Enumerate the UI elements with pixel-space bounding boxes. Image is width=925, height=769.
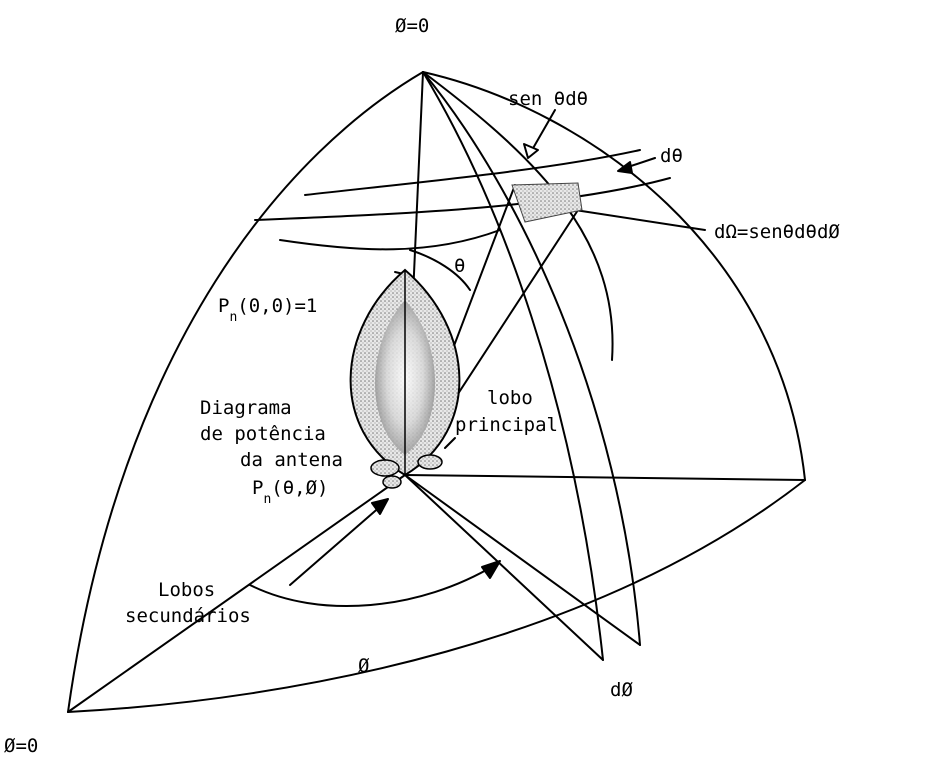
label-principal: principal [455, 414, 558, 436]
label-pn-func-sub: n [263, 492, 271, 507]
left-meridian-arc [67, 71, 424, 713]
label-d-omega: dΩ=senθdθdØ [714, 221, 840, 243]
label-dphi: dØ [610, 679, 633, 701]
label-phi-zero-bottom: Ø=0 [4, 735, 38, 757]
side-lobe-bottom [382, 475, 402, 489]
label-theta: θ [454, 255, 465, 277]
side-lobe-arrowhead [371, 498, 389, 515]
side-lobe-left [370, 459, 400, 477]
label-pn-max-prefix: P [218, 295, 229, 317]
label-dtheta: dθ [660, 145, 683, 167]
radius-to-dphi-a [404, 474, 604, 661]
label-de-potencia: de potência [200, 423, 326, 445]
surface-element-d-omega [511, 182, 583, 223]
label-da-antena: da antena [240, 449, 343, 471]
equator-arc [67, 479, 806, 713]
phi-angle-arc [249, 564, 496, 608]
label-pn-function: Pn(θ,Ø) [252, 477, 328, 507]
leader-sen-theta-arrowhead [523, 143, 539, 159]
label-phi: Ø [358, 655, 370, 677]
latitude-arc-upper [304, 149, 641, 196]
side-lobe-right [417, 454, 443, 470]
meridian-inner-c [422, 71, 614, 361]
meridian-dphi-b [422, 71, 641, 646]
theta-angle-arc [409, 249, 471, 291]
phi-arc-arrowhead [481, 560, 501, 579]
leader-dtheta-arrowhead [617, 161, 633, 174]
side-lobes [370, 454, 443, 489]
label-pn-func-prefix: P [252, 477, 263, 499]
label-lobo: lobo [487, 387, 533, 409]
label-diagrama: Diagrama [200, 397, 292, 419]
latitude-arc-lower [254, 177, 671, 221]
leader-d-omega [574, 209, 706, 231]
meridian-dphi-a [422, 71, 604, 661]
radius-to-left-base [67, 474, 406, 713]
leader-sen-theta [531, 109, 556, 151]
radius-to-dphi-b [404, 474, 641, 646]
label-secundarios: secundários [125, 605, 251, 627]
label-pn-func-suffix: (θ,Ø) [271, 477, 328, 499]
label-pn-max-suffix: (0,0)=1 [237, 295, 317, 317]
label-sen-theta-dtheta: sen θdθ [508, 88, 588, 110]
radius-to-right-base [404, 474, 806, 481]
latitude-arc-inner [279, 229, 501, 251]
label-pn-max-sub: n [229, 310, 237, 325]
label-pn-max: Pn(0,0)=1 [218, 295, 317, 325]
label-lobos: Lobos [158, 579, 215, 601]
leader-main-lobe [444, 437, 456, 449]
label-phi-zero-top: Ø=0 [395, 15, 429, 37]
right-meridian-arc [422, 71, 806, 481]
side-lobe-arrow [289, 504, 383, 586]
